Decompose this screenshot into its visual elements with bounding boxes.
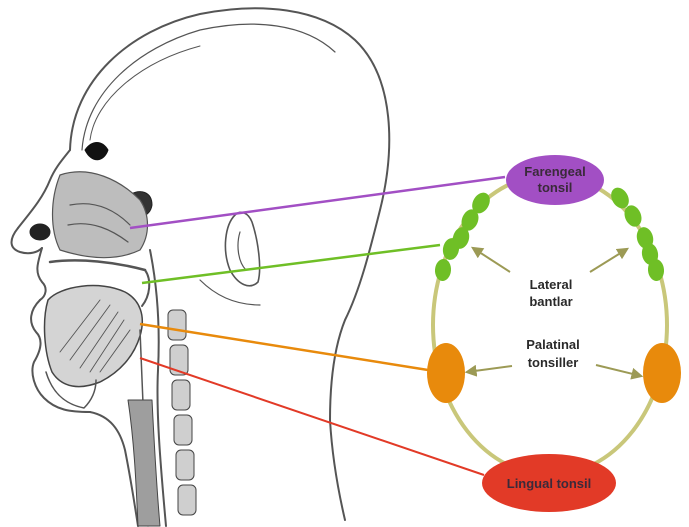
pharyngeal-connector-line (130, 177, 505, 228)
pharyngeal-label-line-1: Farengeal (524, 164, 585, 179)
lateral-bands-left (434, 189, 493, 281)
pharyngeal-label-line-2: tonsil (538, 180, 573, 195)
arrow-palatine-right (596, 365, 641, 376)
lingual-label: Lingual tonsil (507, 476, 592, 491)
arrow-lateral-left (473, 248, 510, 272)
arrow-palatine-left (467, 366, 512, 372)
palatine-label-line-2: tonsiller (528, 355, 579, 370)
palatine-tonsil-right (643, 343, 681, 403)
palatine-tonsil-left (427, 343, 465, 403)
palatine-label-line-1: Palatinal (526, 337, 579, 352)
lateral-bands-right (608, 184, 665, 281)
lateral-label-line-1: Lateral (530, 277, 573, 292)
lateral-label-line-2: bantlar (529, 294, 572, 309)
arrow-lateral-right (590, 249, 627, 272)
head-sketch-icon (12, 8, 390, 526)
lateral-connector-line (142, 245, 440, 283)
